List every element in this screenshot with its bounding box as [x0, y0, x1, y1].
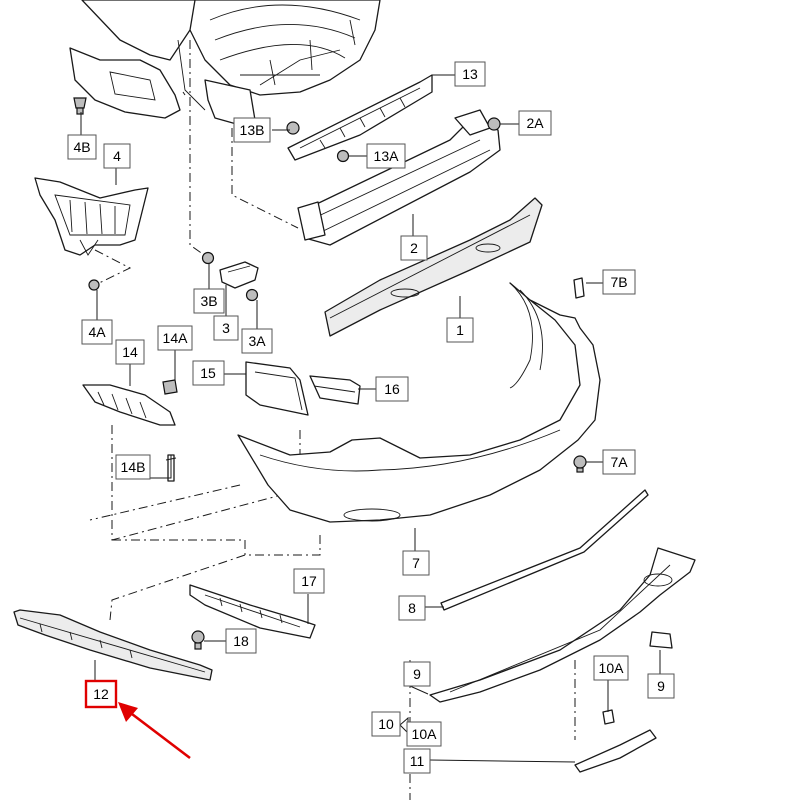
callout-13: 13 [454, 61, 486, 87]
clip-14a [162, 379, 178, 395]
part-14-grille [82, 384, 176, 426]
svg-text:13B: 13B [240, 122, 265, 138]
clip-10a [602, 709, 615, 725]
svg-text:3: 3 [222, 320, 230, 336]
callout-8: 8 [398, 595, 426, 621]
callout-13a: 13A [366, 143, 406, 169]
callout-18: 18 [225, 628, 257, 654]
callout-10: 10 [371, 711, 401, 737]
callout-10a-bottom: 10A [406, 721, 442, 747]
part-12-trim-moulding [13, 609, 213, 681]
callout-14a: 14A [157, 325, 193, 351]
screw-13a [336, 149, 350, 163]
part-1-energy-absorber [324, 197, 543, 337]
callout-3: 3 [213, 315, 239, 341]
svg-text:10A: 10A [599, 660, 625, 676]
callout-4a: 4A [81, 319, 113, 345]
svg-text:3B: 3B [200, 293, 217, 309]
callout-16: 16 [375, 376, 409, 402]
callout-9-right: 9 [647, 673, 675, 699]
part-16-reflector [309, 375, 361, 405]
screw-13b [286, 121, 300, 135]
svg-text:4A: 4A [88, 324, 106, 340]
svg-text:2A: 2A [526, 115, 544, 131]
svg-text:14: 14 [122, 344, 138, 360]
svg-text:17: 17 [301, 573, 317, 589]
callout-7a: 7A [602, 449, 636, 475]
part-15-reflector [245, 361, 309, 416]
part-11-lower-trim [574, 729, 657, 773]
part-4-side-bracket [34, 177, 149, 256]
part-9-diffuser [429, 547, 696, 703]
screw-18 [191, 630, 205, 650]
part-2-impact-beam [297, 109, 501, 246]
part-13-guide-bracket [287, 74, 433, 161]
clip-7b [573, 277, 585, 299]
svg-text:1: 1 [456, 322, 464, 338]
svg-text:16: 16 [384, 381, 400, 397]
callout-4b: 4B [67, 134, 97, 160]
clip-4b [73, 97, 87, 115]
leader-lines [80, 74, 661, 763]
svg-text:7A: 7A [610, 454, 628, 470]
svg-text:15: 15 [200, 365, 216, 381]
nut-3a [245, 288, 259, 302]
callout-11: 11 [403, 748, 431, 774]
callout-9-left: 9 [403, 661, 431, 687]
svg-text:9: 9 [657, 678, 665, 694]
callout-12-highlighted: 12 [84, 679, 118, 709]
callout-7b: 7B [602, 269, 636, 295]
part-17-bracket [189, 584, 316, 639]
reference-lines [89, 40, 576, 800]
screw-2a [487, 117, 501, 131]
svg-text:9: 9 [413, 666, 421, 682]
callout-3a: 3A [241, 328, 273, 354]
callout-14: 14 [115, 339, 145, 365]
svg-text:10: 10 [378, 716, 394, 732]
svg-text:2: 2 [410, 240, 418, 256]
svg-text:12: 12 [93, 686, 109, 702]
svg-text:4: 4 [113, 148, 121, 164]
svg-text:7B: 7B [610, 274, 627, 290]
svg-text:11: 11 [410, 753, 425, 769]
svg-text:8: 8 [408, 600, 416, 616]
callout-1: 1 [446, 317, 474, 343]
screw-4a [88, 279, 100, 291]
callout-3b: 3B [193, 288, 225, 314]
clip-7a [573, 455, 587, 473]
callout-2: 2 [400, 235, 428, 261]
callout-10a-top: 10A [593, 655, 629, 681]
callout-7: 7 [402, 550, 430, 576]
callout-13b: 13B [233, 117, 271, 143]
svg-text:10A: 10A [412, 726, 438, 742]
callout-17: 17 [293, 568, 325, 594]
svg-text:13: 13 [462, 66, 478, 82]
svg-text:14B: 14B [121, 459, 146, 475]
part-3-small-bracket [219, 261, 259, 289]
label-boxes: 4B 13 2A 13B 13A 2 1 4 4A 3B 3 3A 7B 7A … [67, 61, 675, 774]
svg-text:7: 7 [412, 555, 420, 571]
callout-14b: 14B [115, 454, 151, 480]
svg-text:14A: 14A [163, 330, 189, 346]
part-7-bumper-cover [237, 282, 601, 523]
svg-text:18: 18 [233, 633, 249, 649]
svg-text:3A: 3A [248, 333, 266, 349]
callout-2a: 2A [518, 110, 552, 136]
callout-4: 4 [103, 143, 131, 169]
svg-text:4B: 4B [73, 139, 90, 155]
nut-3b [201, 251, 215, 265]
car-body-rear [69, 0, 381, 126]
svg-text:13A: 13A [374, 148, 400, 164]
part-8-trim-strip [440, 489, 649, 611]
callout-15: 15 [192, 360, 225, 386]
highlight-arrow [118, 702, 191, 760]
